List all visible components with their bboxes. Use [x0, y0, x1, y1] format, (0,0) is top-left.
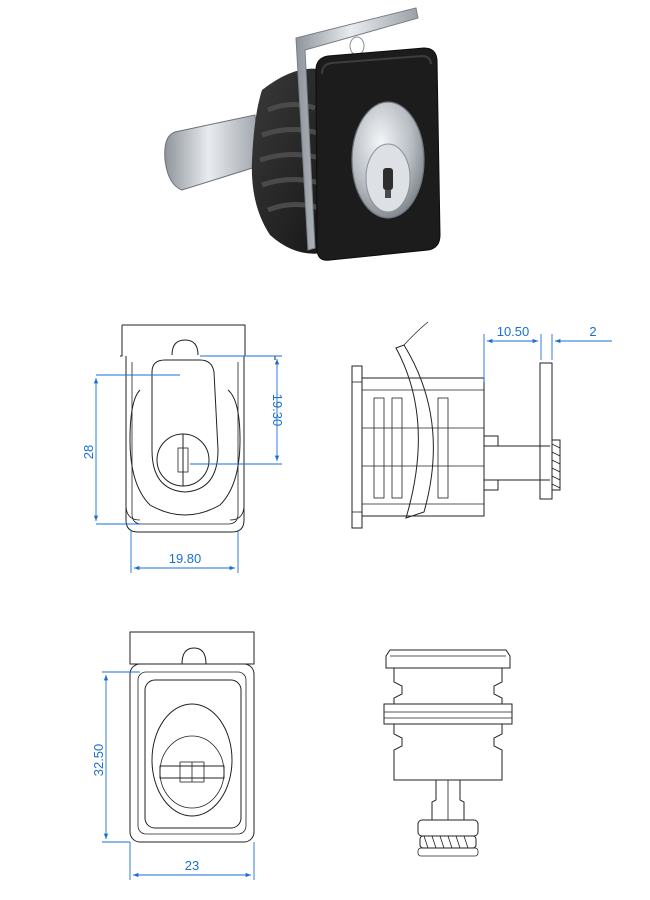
back-view-drawing	[129, 631, 255, 843]
cam-lock-photo	[164, 7, 441, 261]
cam-offset-dimension: 19.30	[190, 355, 285, 465]
side-view-drawing	[351, 321, 561, 529]
back-width-dimension: 23	[129, 842, 255, 880]
front-width-dimension: 19.80	[130, 530, 239, 573]
front-width-label: 19.80	[169, 551, 202, 566]
side-offset-dimension: 10.50	[483, 324, 542, 382]
side-thickness-label: 2	[589, 324, 596, 339]
cam-offset-label: 19.30	[270, 394, 285, 427]
side-thickness-dimension: 2	[551, 324, 612, 360]
top-view-drawing	[383, 649, 513, 857]
front-view-drawing	[120, 324, 276, 533]
side-offset-label: 10.50	[497, 324, 530, 339]
back-height-dimension: 32.50	[91, 671, 140, 843]
front-height-label: 28	[81, 445, 96, 459]
back-height-label: 32.50	[91, 744, 106, 777]
back-width-label: 23	[185, 858, 199, 873]
front-height-dimension: 28	[81, 374, 180, 525]
